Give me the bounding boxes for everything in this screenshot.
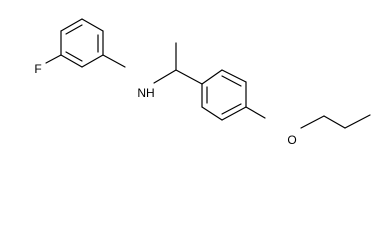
bond [60,18,83,32]
bond-inner [65,24,83,35]
fluorophenyl-ring [60,18,104,68]
bond-ch2-ch2 [323,115,346,129]
oxygen-label: O [287,133,296,147]
bond [221,106,247,121]
bond-inner [221,75,242,87]
bond [201,106,223,121]
bond [221,69,247,83]
amine-label: NH [137,86,154,100]
molecule-structure: F NH O [34,18,371,147]
bond [81,18,104,32]
bond-n-ch [153,69,177,84]
bond [60,54,83,68]
bond-ch-ring [175,69,203,85]
bond-ch2-ch3 [344,114,371,129]
bond-inner [221,103,242,115]
bond-o-ch2 [300,115,325,129]
bond-c-f [45,54,62,64]
fluorine-label: F [34,62,41,76]
bond [81,54,104,68]
bond-ring-n [102,54,126,68]
propoxyphenyl-ring [201,69,247,121]
bond-ring-o [245,106,266,119]
bond-inner [65,51,83,62]
bond [201,69,223,85]
